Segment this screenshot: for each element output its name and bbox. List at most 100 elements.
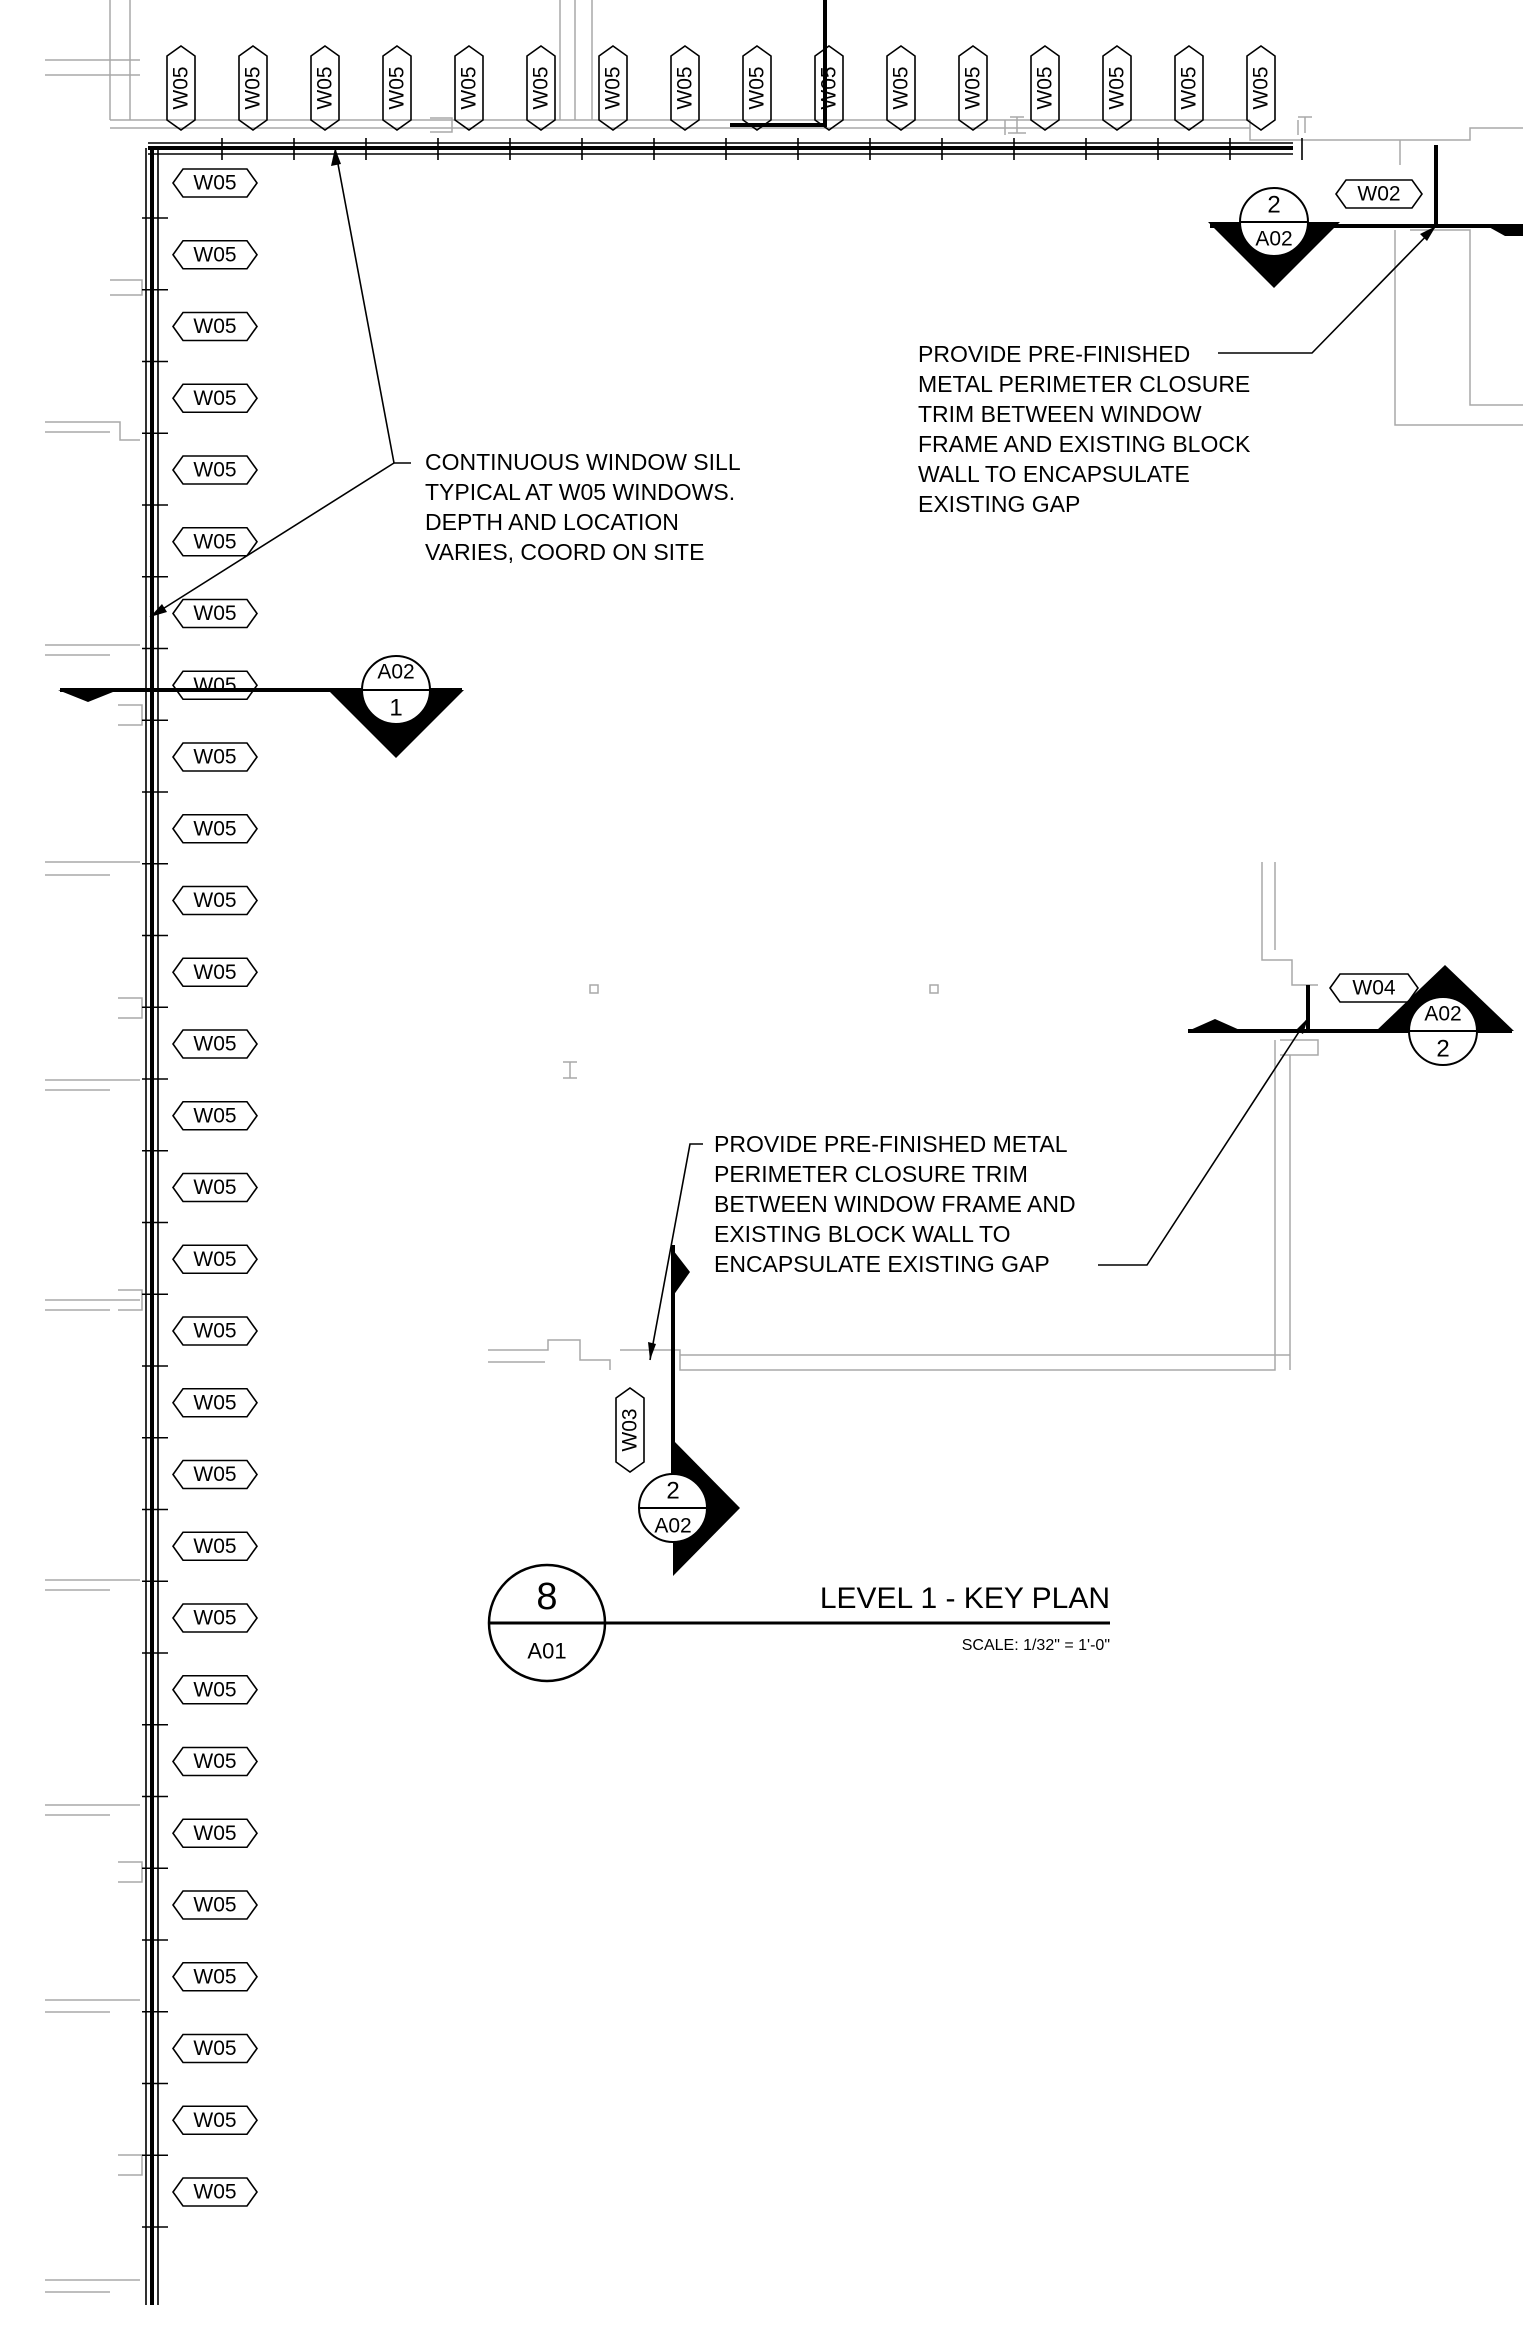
window-tag-left[interactable]: W05: [172, 1961, 258, 1992]
window-tag-left[interactable]: W05: [172, 1387, 258, 1418]
window-tag-text: W05: [193, 817, 236, 840]
window-tag-text: W05: [193, 746, 236, 769]
window-tag-left[interactable]: W05: [172, 1029, 258, 1059]
window-tag-left[interactable]: W05: [172, 2105, 258, 2136]
window-tag-left[interactable]: W05: [172, 1316, 258, 1346]
window-tag-top[interactable]: W05: [958, 45, 988, 131]
window-tag-left[interactable]: W05: [172, 526, 258, 557]
window-tag-left[interactable]: W05: [172, 1531, 258, 1562]
window-tag-text: W05: [193, 889, 236, 912]
window-tag-text: W05: [193, 1033, 236, 1056]
window-frames: [142, 0, 1438, 2305]
window-tag-left[interactable]: W05: [172, 1818, 258, 1849]
window-tag-left[interactable]: W05: [172, 383, 258, 414]
window-tag-left[interactable]: W05: [172, 1244, 258, 1275]
section-marker-right-mid[interactable]: A02 2: [1188, 965, 1514, 1066]
window-tag-left[interactable]: W05: [172, 1890, 258, 1920]
window-tag-top[interactable]: W05: [454, 45, 484, 131]
section-number: 2: [666, 1478, 679, 1505]
window-tag-left[interactable]: W05: [172, 168, 258, 198]
window-tag-left[interactable]: W05: [172, 598, 258, 629]
window-tag-left[interactable]: W05: [172, 813, 258, 844]
window-tag-text: W05: [193, 1248, 236, 1271]
window-tag-text: W05: [193, 1894, 236, 1917]
window-tag-text: W05: [193, 1678, 236, 1701]
window-tag-text: W05: [193, 1320, 236, 1343]
window-tag-text: W05: [193, 1535, 236, 1558]
window-tag-left[interactable]: W05: [172, 1674, 258, 1705]
window-tag-text: W05: [193, 2109, 236, 2132]
section-sheet: A02: [1255, 228, 1292, 251]
window-tag-text: W05: [193, 2181, 236, 2204]
section-marker-top-right[interactable]: 2 A02: [1208, 187, 1523, 288]
window-tag-w04[interactable]: W04: [1329, 973, 1419, 1003]
title-block-sheet: A01: [527, 1639, 566, 1664]
window-tag-w02-text: W02: [1357, 183, 1400, 206]
window-tag-text: W05: [674, 66, 697, 109]
window-tag-top[interactable]: W05: [526, 45, 556, 131]
window-tag-top[interactable]: W05: [238, 45, 268, 131]
window-tag-top[interactable]: W05: [814, 45, 844, 131]
window-tag-text: W05: [193, 172, 236, 195]
section-sheet: A02: [654, 1515, 691, 1538]
section-number: 2: [1267, 192, 1280, 219]
window-tag-w03[interactable]: W03: [615, 1387, 645, 1473]
window-tag-text: W05: [1250, 66, 1273, 109]
window-tag-w02[interactable]: W02: [1335, 179, 1423, 209]
section-marker-left[interactable]: A02 1: [58, 655, 464, 758]
window-tag-left[interactable]: W05: [172, 2177, 258, 2207]
window-tag-left[interactable]: W05: [172, 742, 258, 772]
window-tag-text: W05: [193, 243, 236, 266]
window-tag-text: W05: [193, 315, 236, 338]
window-tag-top[interactable]: W05: [598, 45, 628, 131]
window-tag-text: W05: [170, 66, 193, 109]
window-tag-top[interactable]: W05: [1174, 45, 1204, 131]
window-tag-left[interactable]: W05: [172, 311, 258, 342]
window-tag-left[interactable]: W05: [172, 239, 258, 270]
window-tag-text: W05: [242, 66, 265, 109]
window-tag-top[interactable]: W05: [1030, 45, 1060, 131]
note-closure-trim-top: PROVIDE PRE-FINISHED METAL PERIMETER CLO…: [918, 341, 1257, 517]
section-number: 2: [1436, 1036, 1449, 1063]
window-tag-text: W05: [193, 1822, 236, 1845]
existing-walls: [45, 0, 1523, 2293]
window-tag-top[interactable]: W05: [742, 45, 772, 131]
title-block-scale: SCALE: 1/32" = 1'-0": [962, 1637, 1110, 1654]
window-tag-text: W05: [193, 1750, 236, 1773]
window-tag-text: W05: [193, 1104, 236, 1127]
section-number: 1: [389, 695, 402, 722]
window-tag-text: W05: [1034, 66, 1057, 109]
window-tag-top[interactable]: W05: [382, 45, 412, 131]
window-tag-top[interactable]: W05: [1246, 45, 1276, 131]
title-block-number: 8: [536, 1576, 557, 1618]
window-tag-left[interactable]: W05: [172, 1459, 258, 1490]
section-marker-bottom[interactable]: 2 A02: [638, 1250, 740, 1576]
window-tag-left[interactable]: W05: [172, 455, 258, 485]
window-tag-left[interactable]: W05: [172, 1100, 258, 1131]
window-tag-text: W05: [458, 66, 481, 109]
window-tag-top[interactable]: W05: [886, 45, 916, 131]
window-tag-left[interactable]: W05: [172, 670, 258, 701]
window-tag-top[interactable]: W05: [166, 45, 196, 131]
window-tag-text: W05: [193, 387, 236, 410]
window-tag-top[interactable]: W05: [670, 45, 700, 131]
window-tag-left[interactable]: W05: [172, 1746, 258, 1777]
window-tag-top[interactable]: W05: [310, 45, 340, 131]
window-tag-left[interactable]: W05: [172, 957, 258, 988]
window-tag-text: W05: [193, 459, 236, 482]
window-tag-text: W05: [962, 66, 985, 109]
window-tag-left[interactable]: W05: [172, 2033, 258, 2064]
window-tag-w03-text: W03: [619, 1408, 642, 1451]
window-tag-text: W05: [193, 1607, 236, 1630]
window-tag-text: W05: [314, 66, 337, 109]
window-tag-text: W05: [386, 66, 409, 109]
note-closure-trim-mid: PROVIDE PRE-FINISHED METAL PERIMETER CLO…: [714, 1131, 1082, 1277]
window-tag-top[interactable]: W05: [1102, 45, 1132, 131]
window-tag-text: W05: [1178, 66, 1201, 109]
window-tag-left[interactable]: W05: [172, 1172, 258, 1203]
window-tag-left[interactable]: W05: [172, 885, 258, 916]
window-tag-text: W05: [1106, 66, 1129, 109]
window-tag-left[interactable]: W05: [172, 1603, 258, 1633]
window-tag-text: W05: [193, 1965, 236, 1988]
